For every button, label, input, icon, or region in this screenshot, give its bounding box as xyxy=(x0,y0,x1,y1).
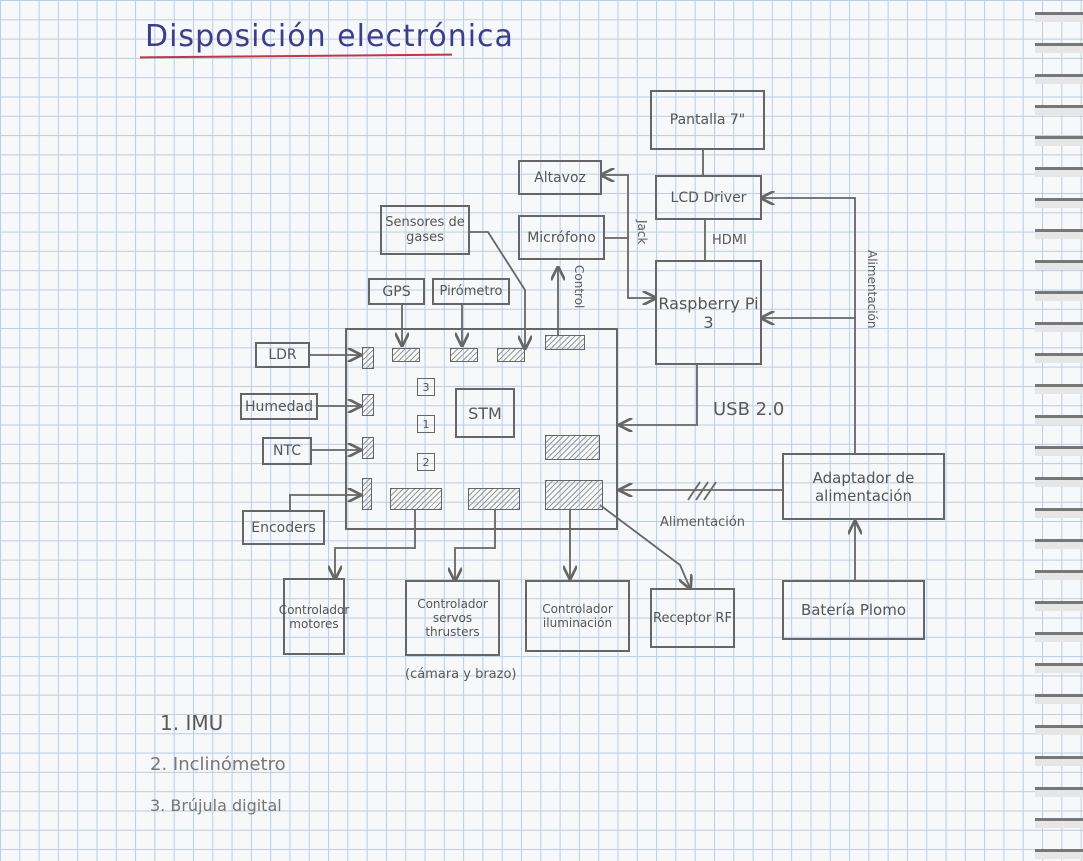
connector xyxy=(545,335,585,350)
block-encoders: Encoders xyxy=(242,510,325,545)
connector xyxy=(390,488,442,510)
line-sensores xyxy=(470,231,525,348)
block-sensores-gases: Sensores de gases xyxy=(380,205,470,255)
page-title: Disposición electrónica xyxy=(145,19,514,54)
connector xyxy=(362,347,374,369)
block-stm-board xyxy=(345,328,618,530)
connector xyxy=(545,480,603,510)
block-humedad: Humedad xyxy=(240,393,318,420)
label-usb: USB 2.0 xyxy=(713,399,785,420)
block-lcd-driver: LCD Driver xyxy=(655,175,762,220)
block-receptor-rf: Receptor RF xyxy=(650,588,735,648)
line-jack-rpi xyxy=(627,238,655,298)
line-receptor xyxy=(599,504,690,588)
block-ldr: LDR xyxy=(255,342,310,368)
label-jack: Jack xyxy=(635,220,649,245)
legend-item: 2. Inclinómetro xyxy=(150,754,286,775)
block-ntc: NTC xyxy=(262,437,312,465)
notebook-spiral xyxy=(1035,0,1083,861)
label-alimentacion-vertical: Alimentación xyxy=(865,250,879,329)
connector xyxy=(545,435,600,460)
block-adaptador: Adaptador de alimentación xyxy=(782,453,945,520)
block-raspberry: Raspberry Pi 3 xyxy=(655,260,762,365)
line-encoders xyxy=(289,495,360,510)
connector xyxy=(468,488,520,510)
connector xyxy=(362,394,374,416)
chip-1: 1 xyxy=(417,415,435,433)
label-control: Control xyxy=(572,265,586,309)
chip-3: 3 xyxy=(417,378,435,396)
line-jack xyxy=(602,175,629,239)
block-altavoz: Altavoz xyxy=(518,160,602,195)
legend-item: 1. IMU xyxy=(160,711,224,735)
block-pantalla: Pantalla 7" xyxy=(650,90,765,150)
block-gps: GPS xyxy=(368,278,425,305)
label-alimentacion: Alimentación xyxy=(660,515,746,530)
label-camara-brazo: (cámara y brazo) xyxy=(405,667,517,682)
label-hdmi: HDMI xyxy=(712,233,747,248)
block-bateria: Batería Plomo xyxy=(782,580,925,640)
line-usb xyxy=(620,365,698,425)
connector xyxy=(450,348,478,362)
connector xyxy=(392,348,420,362)
line-alim-rpi xyxy=(762,318,856,453)
legend-item: 3. Brújula digital xyxy=(150,796,282,815)
block-pirometro: Pirómetro xyxy=(432,278,510,305)
line-alim-lcd xyxy=(762,198,856,318)
block-ctrl-motores: Controlador motores xyxy=(279,578,349,655)
block-ctrl-iluminacion: Controlador iluminación xyxy=(525,580,630,652)
block-ctrl-servos: Controlador servos thrusters xyxy=(405,580,500,656)
connector xyxy=(497,348,525,362)
chip-2: 2 xyxy=(417,453,435,471)
block-stm: STM xyxy=(455,388,515,438)
connector xyxy=(362,437,374,459)
connector xyxy=(362,478,372,510)
block-microfono: Micrófono xyxy=(518,215,605,260)
